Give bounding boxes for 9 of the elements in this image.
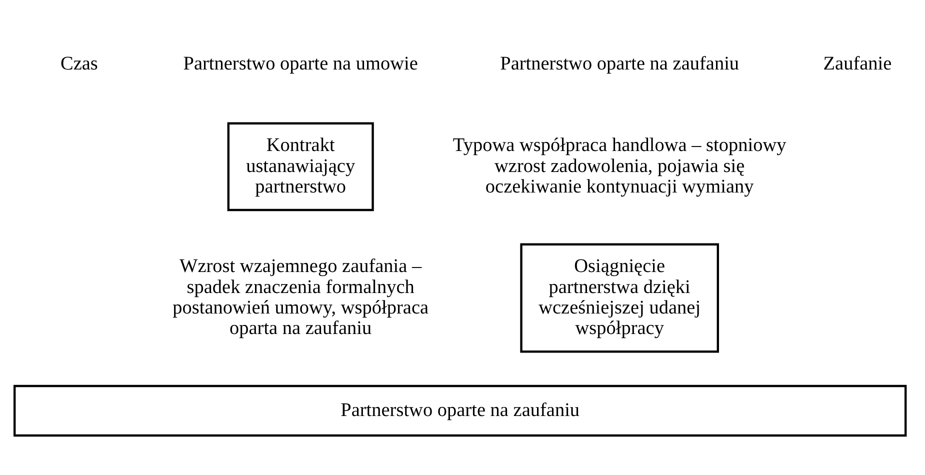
label: Czas (60, 53, 98, 74)
node-box: Kontrakt ustanawiający partnerstwo (227, 122, 374, 212)
label: Typowa współpraca handlowa – stopniowy wzrost zadowolenia, pojawia się oczekiwanie kontynuacji wymiany (452, 135, 786, 198)
label: Partnerstwo oparte na zaufaniu (500, 53, 740, 74)
node-box: Osiągnięcie partnerstwa dzięki wcześniejszej udanej współpracy (520, 243, 719, 353)
label: Partnerstwo oparte na umowie (183, 53, 418, 74)
label: Zaufanie (823, 53, 892, 74)
label: Wzrost wzajemnego zaufania – spadek znaczenia formalnych postanowień umowy, współpraca oparta na zaufaniu (172, 256, 429, 340)
node-box: Partnerstwo oparte na zaufaniu (14, 384, 907, 437)
